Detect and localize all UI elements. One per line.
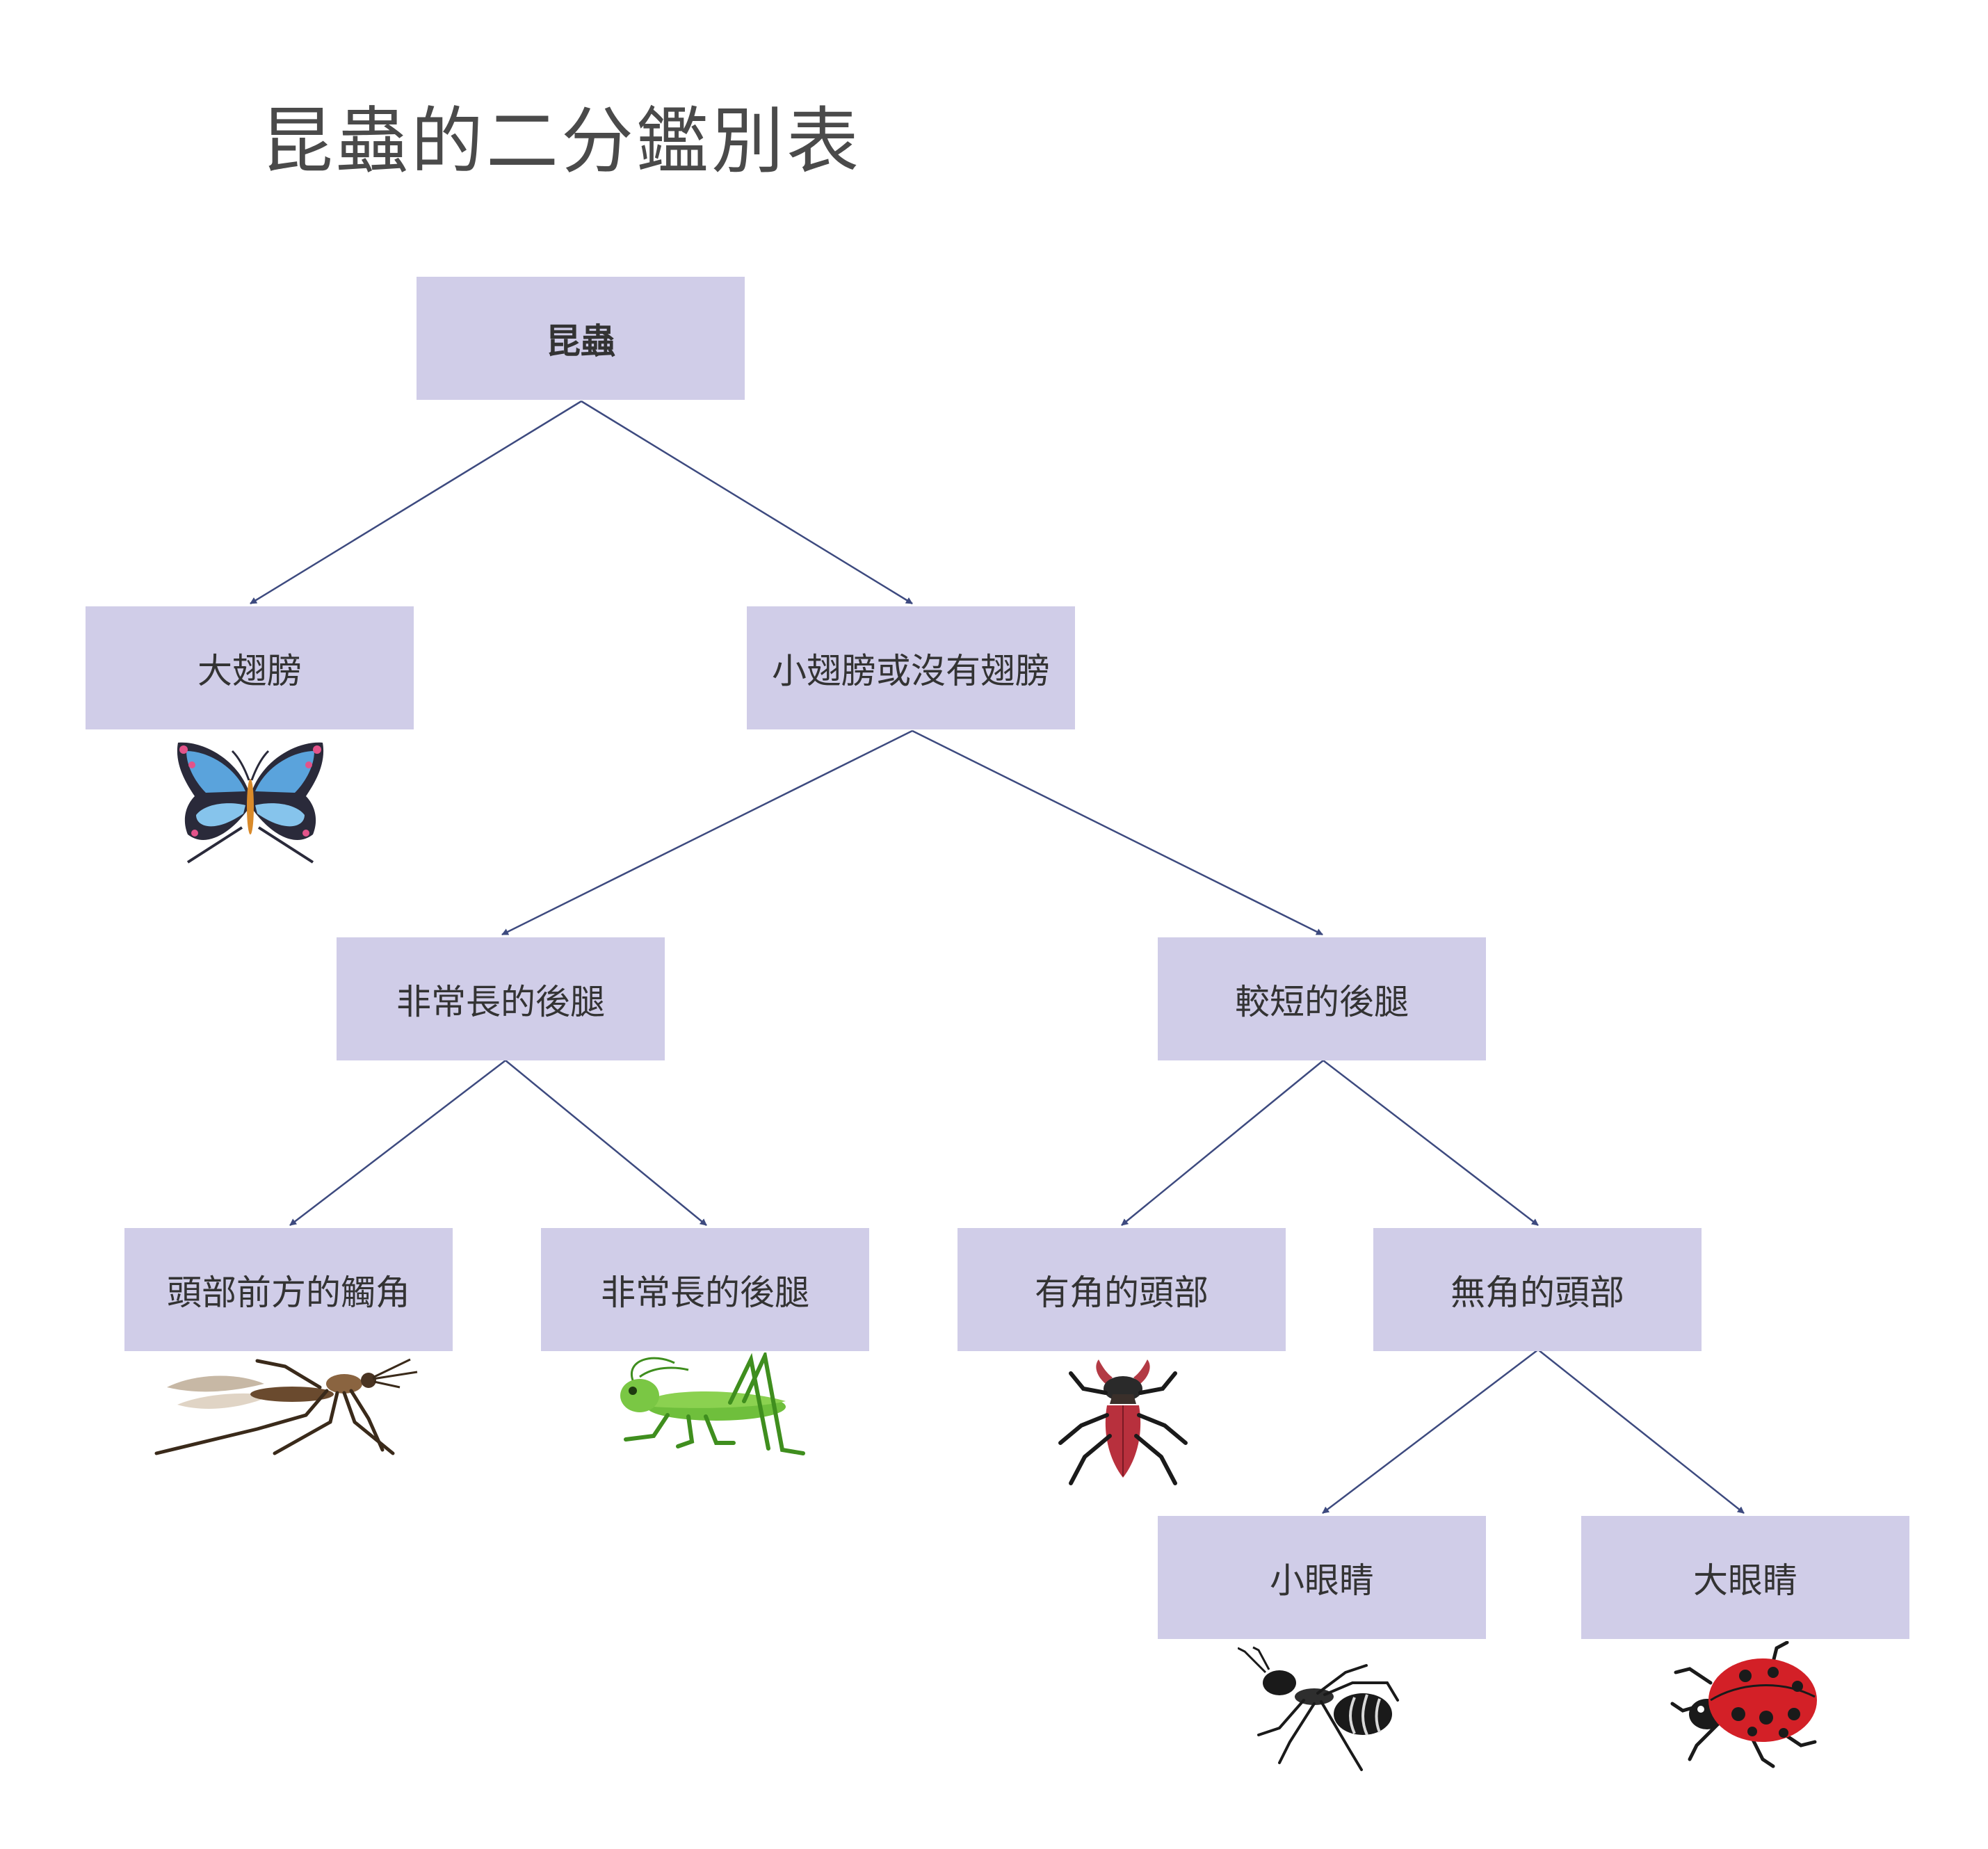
edge-root-big-wings: [250, 400, 582, 605]
edge-long-legs-antennae: [289, 1060, 506, 1226]
ant-icon: [1238, 1646, 1399, 1771]
node-big-wings: 大翅膀: [86, 606, 414, 729]
node-small-or-no-wings: 小翅膀或沒有翅膀: [747, 606, 1075, 729]
node-hornless-head: 無角的頭部: [1373, 1228, 1702, 1351]
grasshopper-icon: [620, 1353, 805, 1455]
diagram-title: 昆蟲的二分鑑別表: [261, 99, 862, 184]
node-big-eyes: 大眼睛: [1581, 1516, 1909, 1639]
edge-root-small-wings: [581, 400, 913, 605]
edge-small-wings-long-legs: [501, 729, 913, 936]
stag-beetle-icon: [1058, 1359, 1188, 1485]
edge-hornless-small-eyes: [1322, 1349, 1539, 1514]
edge-short-legs-horned: [1121, 1060, 1324, 1226]
node-small-eyes: 小眼睛: [1158, 1516, 1486, 1639]
node-short-hind-legs: 較短的後腿: [1158, 937, 1486, 1060]
node-front-antennae: 頭部前方的觸角: [124, 1228, 453, 1351]
node-horned-head: 有角的頭部: [957, 1228, 1286, 1351]
butterfly-icon: [177, 742, 324, 864]
node-long-hind-legs: 非常長的後腿: [337, 937, 665, 1060]
edge-hornless-big-eyes: [1537, 1349, 1745, 1514]
edge-long-legs-long-legs: [505, 1060, 707, 1226]
edge-short-legs-hornless: [1323, 1060, 1539, 1226]
node-insect: 昆蟲: [417, 277, 745, 400]
ladybug-icon: [1670, 1641, 1817, 1768]
node-long-hind-legs-2: 非常長的後腿: [541, 1228, 869, 1351]
edge-small-wings-short-legs: [912, 729, 1323, 936]
mosquito-icon: [154, 1358, 418, 1455]
